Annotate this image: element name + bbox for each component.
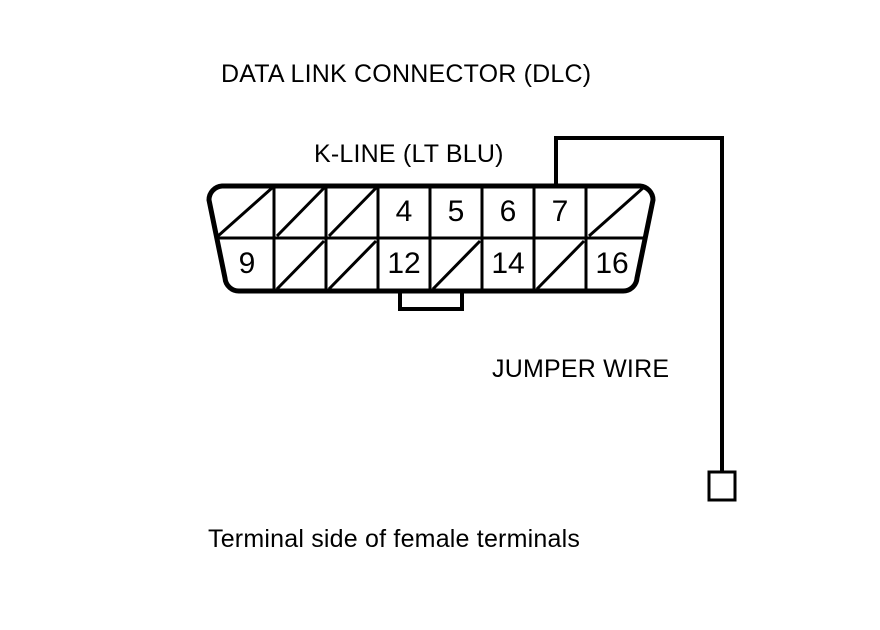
jumper-wire-label: JUMPER WIRE (492, 355, 670, 383)
page-title: DATA LINK CONNECTOR (DLC) (221, 60, 592, 88)
pin-number-5: 5 (448, 195, 465, 228)
pin-number-9: 9 (239, 247, 256, 280)
pin-number-12: 12 (387, 247, 420, 280)
pin-number-14: 14 (491, 247, 524, 280)
jumper-wire-terminal-end (707, 470, 737, 502)
diagram-caption: Terminal side of female terminals (208, 525, 581, 553)
k-line-label: K-LINE (LT BLU) (314, 140, 504, 168)
bottom-row-blank-slots (275, 239, 586, 291)
column-dividers (272, 186, 588, 291)
top-row-blank-slots (217, 186, 644, 238)
pin-number-7: 7 (552, 195, 569, 228)
pin-number-6: 6 (500, 195, 517, 228)
connector-alignment-tab (398, 289, 464, 311)
pin-number-16: 16 (595, 247, 628, 280)
pin-number-4: 4 (396, 195, 413, 228)
jumper-wire-path (554, 136, 724, 472)
connector-body-outline (206, 183, 656, 294)
